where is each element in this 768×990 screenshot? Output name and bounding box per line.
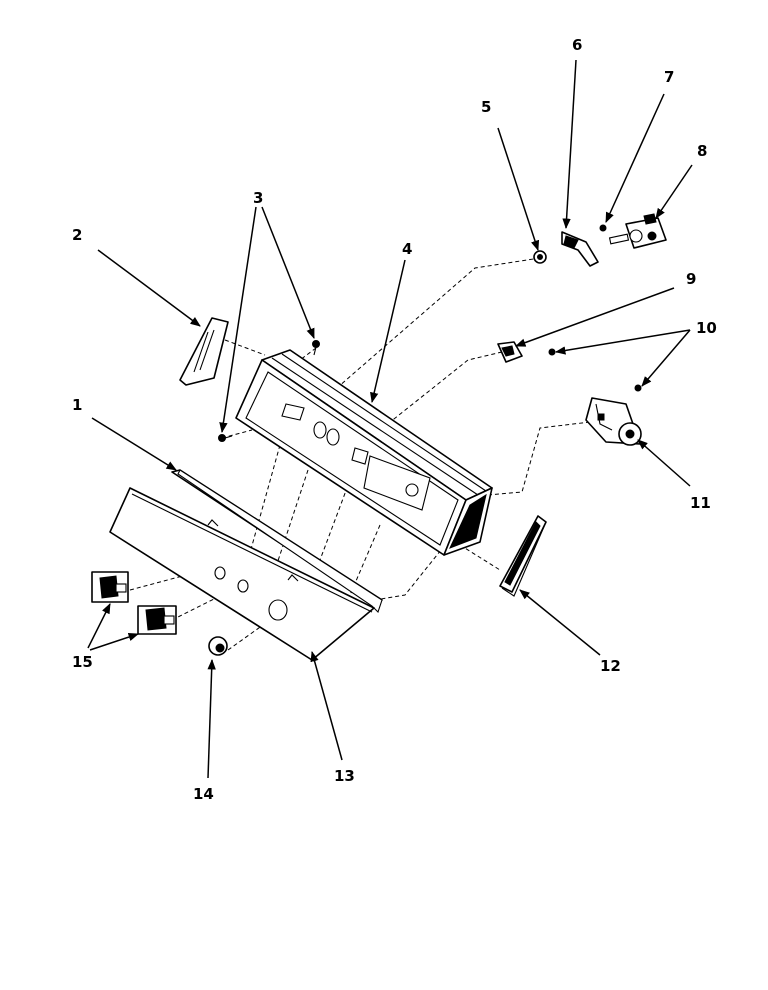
- callout-9: 9: [686, 270, 696, 288]
- selector-knobs: [91, 571, 177, 635]
- callout-2: 2: [72, 226, 82, 244]
- nut: [533, 250, 547, 264]
- callout-3: 3: [253, 189, 263, 207]
- callout-6: 6: [572, 36, 582, 54]
- screws: [218, 340, 320, 442]
- leader-arrows: [87, 59, 693, 779]
- small-screw: [599, 224, 607, 232]
- knob-lower: [137, 605, 177, 635]
- callout-7: 7: [664, 68, 674, 86]
- callout-5: 5: [481, 98, 491, 116]
- callout-10: 10: [696, 319, 717, 337]
- callout-4: 4: [402, 240, 412, 258]
- control-panel-backguard: [235, 349, 493, 556]
- end-cap-left: [179, 317, 229, 386]
- switch-bracket: [561, 231, 599, 267]
- end-cap-right: [499, 515, 547, 597]
- push-switch: [497, 341, 523, 363]
- callout-11: 11: [690, 494, 711, 512]
- knob-upper: [91, 571, 129, 603]
- callout-1: 1: [72, 396, 82, 414]
- rotary-switch: [608, 213, 667, 249]
- callout-labels: 1 2 3 4 5 6 7 8 9 10 11 12 13 14 15: [72, 36, 717, 803]
- timer: [585, 397, 642, 446]
- callout-13: 13: [334, 767, 355, 785]
- callout-15: 15: [72, 653, 93, 671]
- callout-8: 8: [697, 142, 707, 160]
- trim-strip: [171, 469, 383, 614]
- screw-lower: [218, 434, 233, 442]
- callout-14: 14: [193, 785, 214, 803]
- screw-upper: [312, 340, 320, 356]
- knob-14: [208, 636, 228, 656]
- screws-10: [548, 348, 642, 392]
- callout-12: 12: [600, 657, 621, 675]
